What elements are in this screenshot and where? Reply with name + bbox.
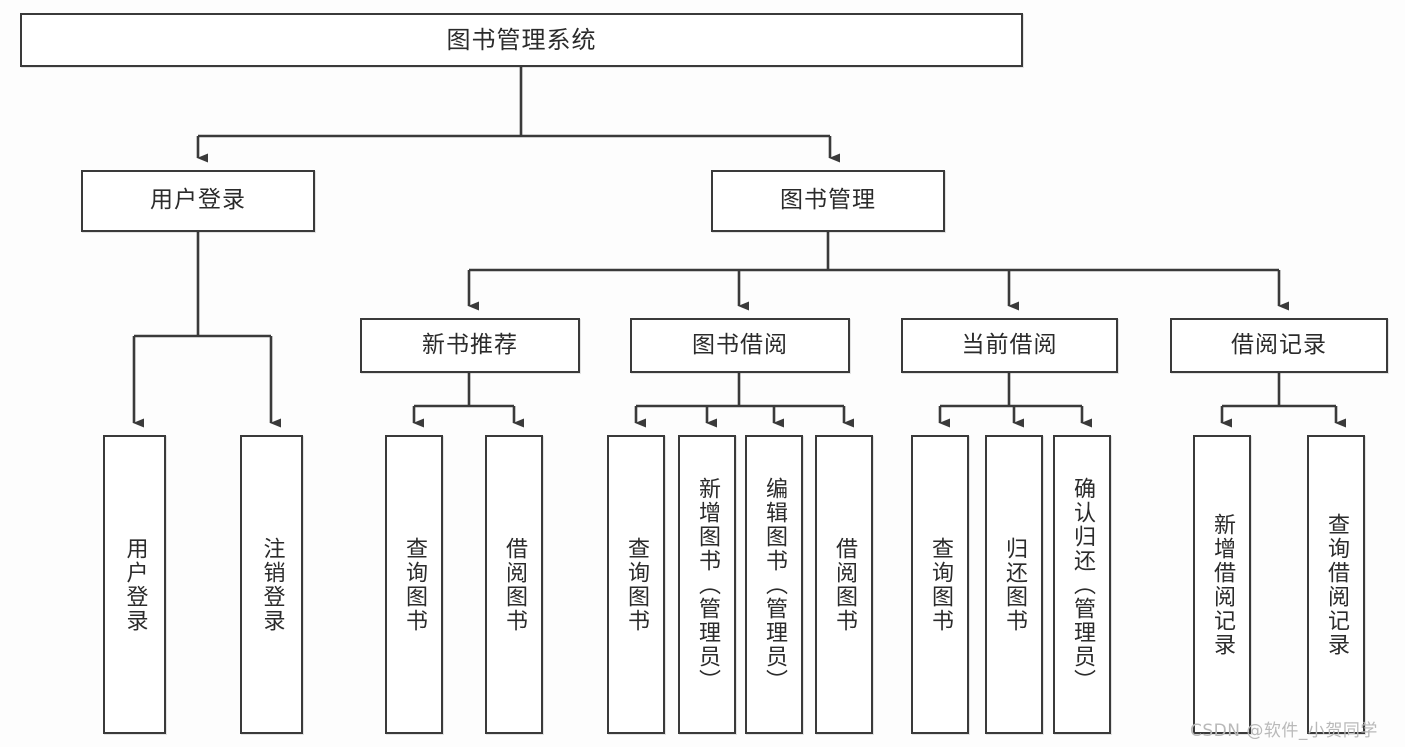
node-leaf-add-book-admin[interactable]: 新增图书（管理员） xyxy=(678,435,736,734)
node-label: 用户登录 xyxy=(122,536,148,633)
node-label: 新书推荐 xyxy=(422,331,518,358)
node-label: 借阅图书 xyxy=(501,536,527,633)
node-label: 新增图书（管理员） xyxy=(694,476,720,693)
node-borrow-record[interactable]: 借阅记录 xyxy=(1170,318,1388,373)
node-label: 查询图书 xyxy=(401,536,427,633)
node-new-book-recommend[interactable]: 新书推荐 xyxy=(360,318,580,373)
node-leaf-query-borrow-record[interactable]: 查询借阅记录 xyxy=(1307,435,1365,734)
node-leaf-query-book-current[interactable]: 查询图书 xyxy=(911,435,969,734)
node-label: 借阅记录 xyxy=(1231,331,1327,358)
node-book-borrow[interactable]: 图书借阅 xyxy=(630,318,850,373)
node-label: 编辑图书（管理员） xyxy=(761,476,787,693)
node-leaf-return-book[interactable]: 归还图书 xyxy=(985,435,1043,734)
node-label: 确认归还（管理员） xyxy=(1069,476,1095,693)
node-label: 当前借阅 xyxy=(961,331,1058,358)
node-leaf-user-login[interactable]: 用户登录 xyxy=(103,435,166,734)
node-leaf-confirm-return-admin[interactable]: 确认归还（管理员） xyxy=(1053,435,1111,734)
csdn-watermark: CSDN @软件_小贺同学 xyxy=(1190,721,1378,741)
node-label: 图书借阅 xyxy=(692,331,788,358)
node-current-borrow[interactable]: 当前借阅 xyxy=(901,318,1118,373)
node-leaf-query-book-borrow[interactable]: 查询图书 xyxy=(607,435,665,734)
node-user-login[interactable]: 用户登录 xyxy=(81,170,315,232)
node-label: 图书管理 xyxy=(780,187,876,214)
node-leaf-borrow-book-recommend[interactable]: 借阅图书 xyxy=(485,435,543,734)
node-label: 归还图书 xyxy=(1001,536,1027,633)
node-label: 查询图书 xyxy=(927,536,953,633)
node-root-system[interactable]: 图书管理系统 xyxy=(20,13,1023,67)
node-label: 图书管理系统 xyxy=(446,25,597,54)
node-leaf-query-book-recommend[interactable]: 查询图书 xyxy=(385,435,443,734)
node-leaf-add-borrow-record[interactable]: 新增借阅记录 xyxy=(1193,435,1251,734)
node-label: 查询借阅记录 xyxy=(1323,512,1349,657)
node-label: 查询图书 xyxy=(623,536,649,633)
node-book-manage[interactable]: 图书管理 xyxy=(711,170,945,232)
node-label: 新增借阅记录 xyxy=(1209,512,1235,657)
node-leaf-borrow-book[interactable]: 借阅图书 xyxy=(815,435,873,734)
node-leaf-edit-book-admin[interactable]: 编辑图书（管理员） xyxy=(745,435,803,734)
node-leaf-user-logout[interactable]: 注销登录 xyxy=(240,435,303,734)
node-label: 用户登录 xyxy=(150,187,246,214)
node-label: 借阅图书 xyxy=(831,536,857,633)
node-label: 注销登录 xyxy=(259,536,285,633)
